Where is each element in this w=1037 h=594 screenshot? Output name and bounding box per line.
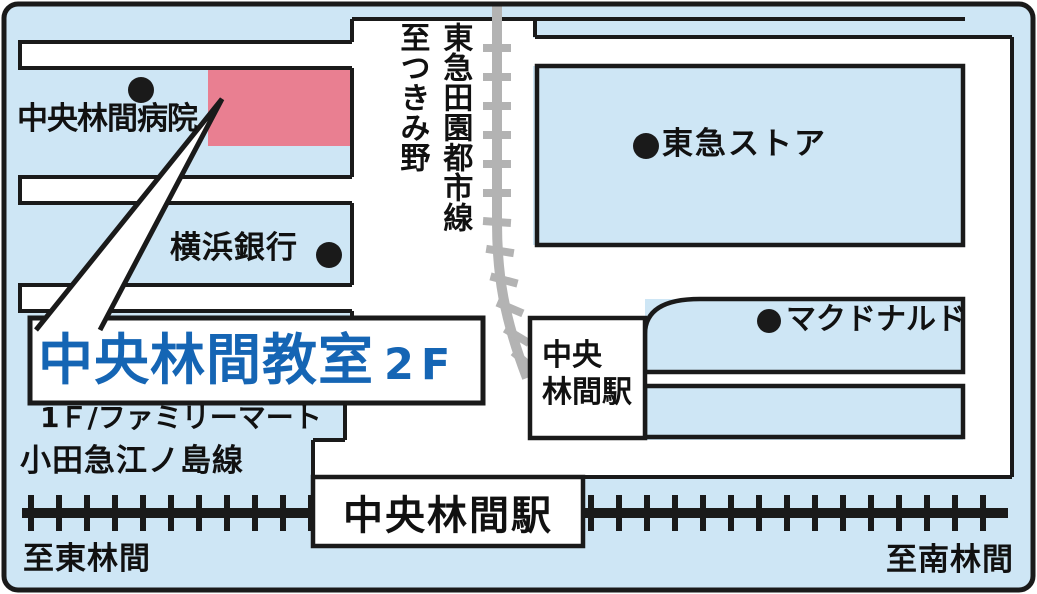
station-rail-box [310, 474, 586, 549]
classroom-building [208, 70, 351, 146]
road-edge-lines [18, 17, 1014, 479]
classroom-label-box [27, 315, 486, 406]
station-building-box [527, 315, 648, 441]
store-label: 東急ストア [662, 126, 827, 162]
pointer-wedge [34, 97, 225, 332]
to-higashirinkan-label: 至東林間 [23, 541, 151, 577]
denentoshi-tie [482, 217, 512, 227]
denentoshi-tie [489, 272, 519, 288]
mcdonalds-label: マクドナルド [786, 302, 966, 337]
denentoshi-tie [502, 325, 532, 347]
station-rail-label: 中央林間駅 [343, 492, 553, 539]
bank-dot [316, 242, 342, 268]
bank-label: 横浜銀行 [170, 230, 298, 266]
odakyu-line-label: 小田急江ノ島線 [20, 443, 244, 479]
road-station-curve-area [533, 297, 645, 320]
store-block [534, 63, 966, 248]
road-front-of-station [345, 403, 533, 443]
classroom-floor: 2F [384, 340, 458, 390]
classroom-name: 中央林間教室 [38, 328, 375, 392]
road-middle-left [18, 176, 353, 204]
station-building-label: 中央 林間駅 [542, 338, 632, 410]
to-tsukimino-label: 至つきみ野 [394, 22, 430, 172]
first-floor-tenant-label: 1Ｆ/ファミリーマート [40, 401, 322, 434]
denentoshi-tie [485, 244, 515, 258]
block-strip-below-mcdonalds [642, 383, 966, 440]
road-above-odakyu [313, 440, 1014, 476]
road-top-right [533, 38, 1014, 66]
hospital-label: 中央林間病院 [17, 101, 198, 137]
hospital-dot [128, 77, 154, 103]
road-upper-left [18, 41, 353, 69]
to-minamirinkan-label: 至南林間 [886, 542, 1014, 578]
store-dot [633, 133, 659, 159]
mcdonalds-dot [757, 309, 781, 333]
classroom-label: 中央林間教室 2F [30, 318, 483, 403]
denentoshi-railway-ties [483, 44, 511, 197]
road-below-store [533, 245, 1014, 299]
denentoshi-tie [495, 298, 525, 318]
denentoshi-line-label: 東急田園都市線 [437, 22, 473, 232]
